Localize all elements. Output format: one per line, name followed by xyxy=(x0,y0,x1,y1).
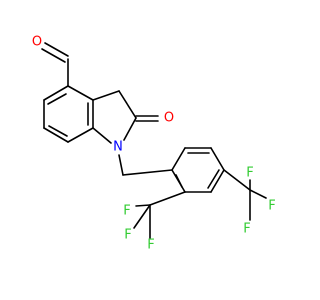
bond-cf3a-f2 xyxy=(133,204,151,229)
bond-ar6-cf3a xyxy=(149,191,186,206)
bond-c6-c7 xyxy=(43,127,69,143)
molecule-structure: O O N F F F F F F xyxy=(32,35,276,253)
bond-cho-o-double-1 xyxy=(44,42,69,57)
atom-f-para-1: F xyxy=(246,166,253,181)
bond-cf3a-f1 xyxy=(135,204,151,207)
bond-ar4-ar5 xyxy=(210,169,225,193)
bond-ar4-cf3b xyxy=(223,169,251,191)
atom-aldehyde-o: O xyxy=(32,35,42,50)
bond-c2-n1 xyxy=(123,117,137,141)
atom-lactam-o: O xyxy=(164,111,174,126)
atom-f-para-3: F xyxy=(243,222,250,237)
bond-c5-c5-inner xyxy=(47,93,67,105)
bond-c4-c5 xyxy=(43,85,69,101)
bond-ar3-ar4 xyxy=(210,147,225,171)
atom-f-para-2: F xyxy=(268,199,275,214)
bond-cf3b-f2 xyxy=(249,189,267,199)
bond-n1-ch2 xyxy=(118,154,124,176)
atom-f-ortho-1: F xyxy=(123,204,130,219)
atom-f-ortho-2: F xyxy=(124,228,131,243)
bond-n1-c7a xyxy=(92,127,112,144)
bond-c3a-c3 xyxy=(92,90,120,101)
bond-ar1-ar2 xyxy=(171,147,186,171)
bonds xyxy=(41,42,267,239)
bond-c6-c7-inner xyxy=(48,125,68,137)
atom-f-ortho-3: F xyxy=(147,238,154,253)
bond-cho-o-double-2 xyxy=(41,48,66,63)
bond-ar6-ar1-inner xyxy=(175,174,183,188)
bond-ar4-ar5-inner xyxy=(207,169,220,189)
bond-ch2-ar xyxy=(122,169,173,176)
bond-c3a-c4 xyxy=(67,85,94,101)
bond-c7-c7a xyxy=(67,127,94,143)
atom-n1: N xyxy=(113,140,123,155)
bond-c3-c2 xyxy=(118,90,137,119)
atom-labels: O O N F F F F F F xyxy=(32,35,276,253)
